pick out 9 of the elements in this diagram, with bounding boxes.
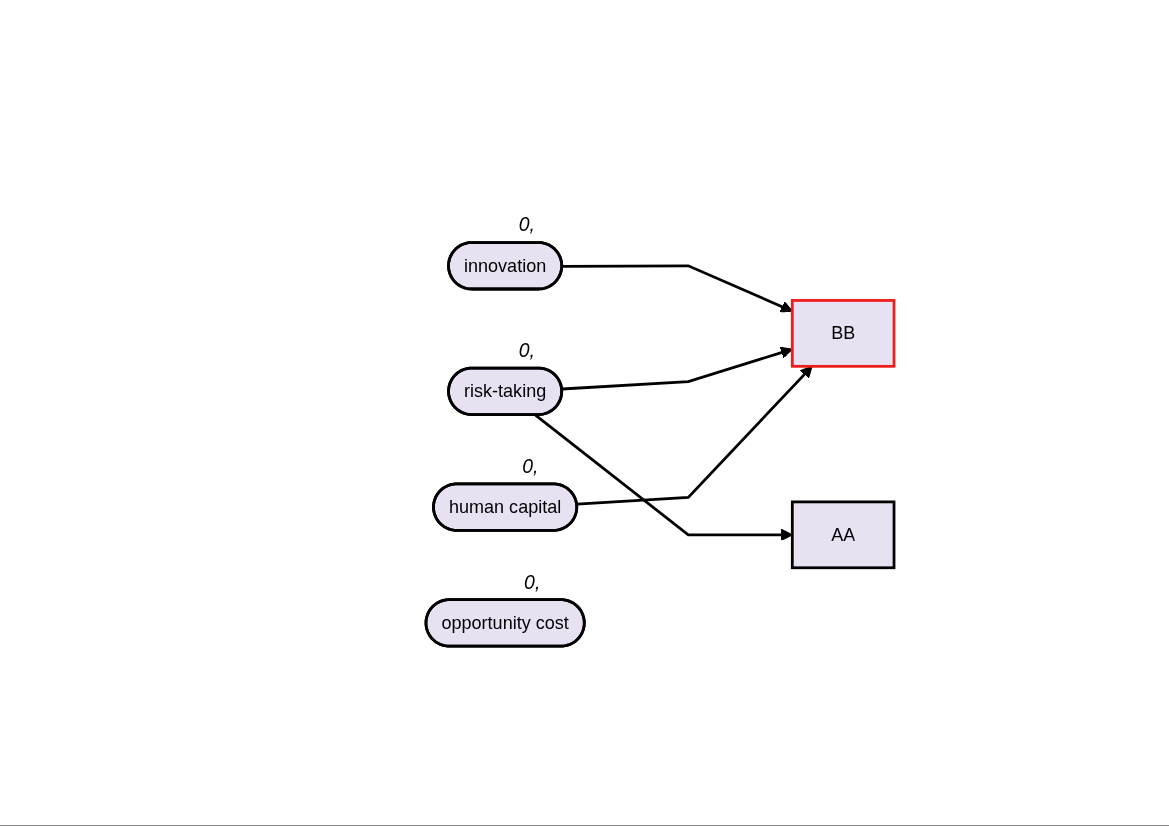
node-annotation: 0,: [524, 570, 541, 593]
node-annotation: 0,: [518, 338, 535, 361]
arrow: [562, 346, 793, 391]
node-annotation: 0,: [518, 213, 535, 236]
arrow: [534, 414, 793, 541]
node-annotation: 0,: [522, 454, 539, 477]
arrow: [562, 264, 793, 313]
node-box: AA: [790, 500, 896, 570]
node-box: BB: [790, 299, 896, 368]
